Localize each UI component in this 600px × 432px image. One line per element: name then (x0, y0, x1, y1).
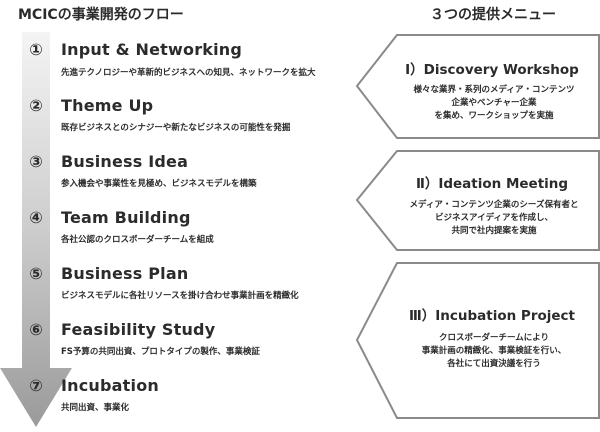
step-description: 参入機会や事業性を見極め、ビジネスモデルを構築 (61, 179, 257, 189)
step-title: Theme Up (61, 96, 154, 115)
menu-title: ３つの提供メニュー (430, 7, 556, 23)
step-number: ③ (29, 152, 43, 171)
menu-box-incubation: Ⅲ）Incubation Project クロスボーダーチームにより 事業計画の… (355, 262, 600, 420)
step-number: ⑥ (29, 320, 43, 339)
menu-box-title: Ⅰ）Discovery Workshop (405, 62, 579, 78)
step-number: ① (29, 40, 43, 59)
step-number: ④ (29, 208, 43, 227)
step-title: Feasibility Study (61, 320, 216, 339)
step-title: Incubation (61, 376, 159, 395)
menu-box-ideation: Ⅱ）Ideation Meeting メディア・コンテンツ企業のシーズ保有者と … (355, 150, 600, 252)
step-description: 各社公認のクロスボーダーチームを組成 (61, 235, 214, 245)
step-title: Input & Networking (61, 40, 243, 59)
step-description: FS予算の共同出資、プロトタイプの製作、事業検証 (61, 347, 260, 357)
step-title: Business Plan (61, 264, 189, 283)
step-description: 既存ビジネスとのシナジーや新たなビジネスの可能性を発掘 (61, 123, 291, 133)
step-number: ② (29, 96, 43, 115)
step-description: 先進テクノロジーや革新的ビジネスへの知見、ネットワークを拡大 (61, 68, 316, 78)
step-description: ビジネスモデルに各社リソースを掛け合わせ事業計画を精緻化 (61, 291, 299, 301)
step-number: ⑤ (29, 264, 43, 283)
menu-box-description: 様々な業界・系列のメディア・コンテンツ 企業やベンチャー企業 を集め、ワークショ… (413, 85, 575, 121)
menu-box-title: Ⅱ）Ideation Meeting (415, 176, 569, 192)
menu-box-description: クロスボーダーチームにより 事業計画の精緻化、事業検証を行い、 各社にて出資決議… (421, 333, 567, 369)
menu-box-description: メディア・コンテンツ企業のシーズ保有者と ビジネスアイディアを作成し、 共同で社… (409, 200, 579, 236)
step-description: 共同出資、事業化 (61, 403, 130, 413)
menu-box-discovery: Ⅰ）Discovery Workshop 様々な業界・系列のメディア・コンテンツ… (355, 34, 600, 140)
step-title: Business Idea (61, 152, 189, 171)
step-number: ⑦ (29, 376, 43, 395)
flow-title: MCICの事業開発のフロー (18, 7, 184, 23)
menu-box-title: Ⅲ）Incubation Project (408, 308, 575, 324)
step-title: Team Building (61, 208, 191, 227)
